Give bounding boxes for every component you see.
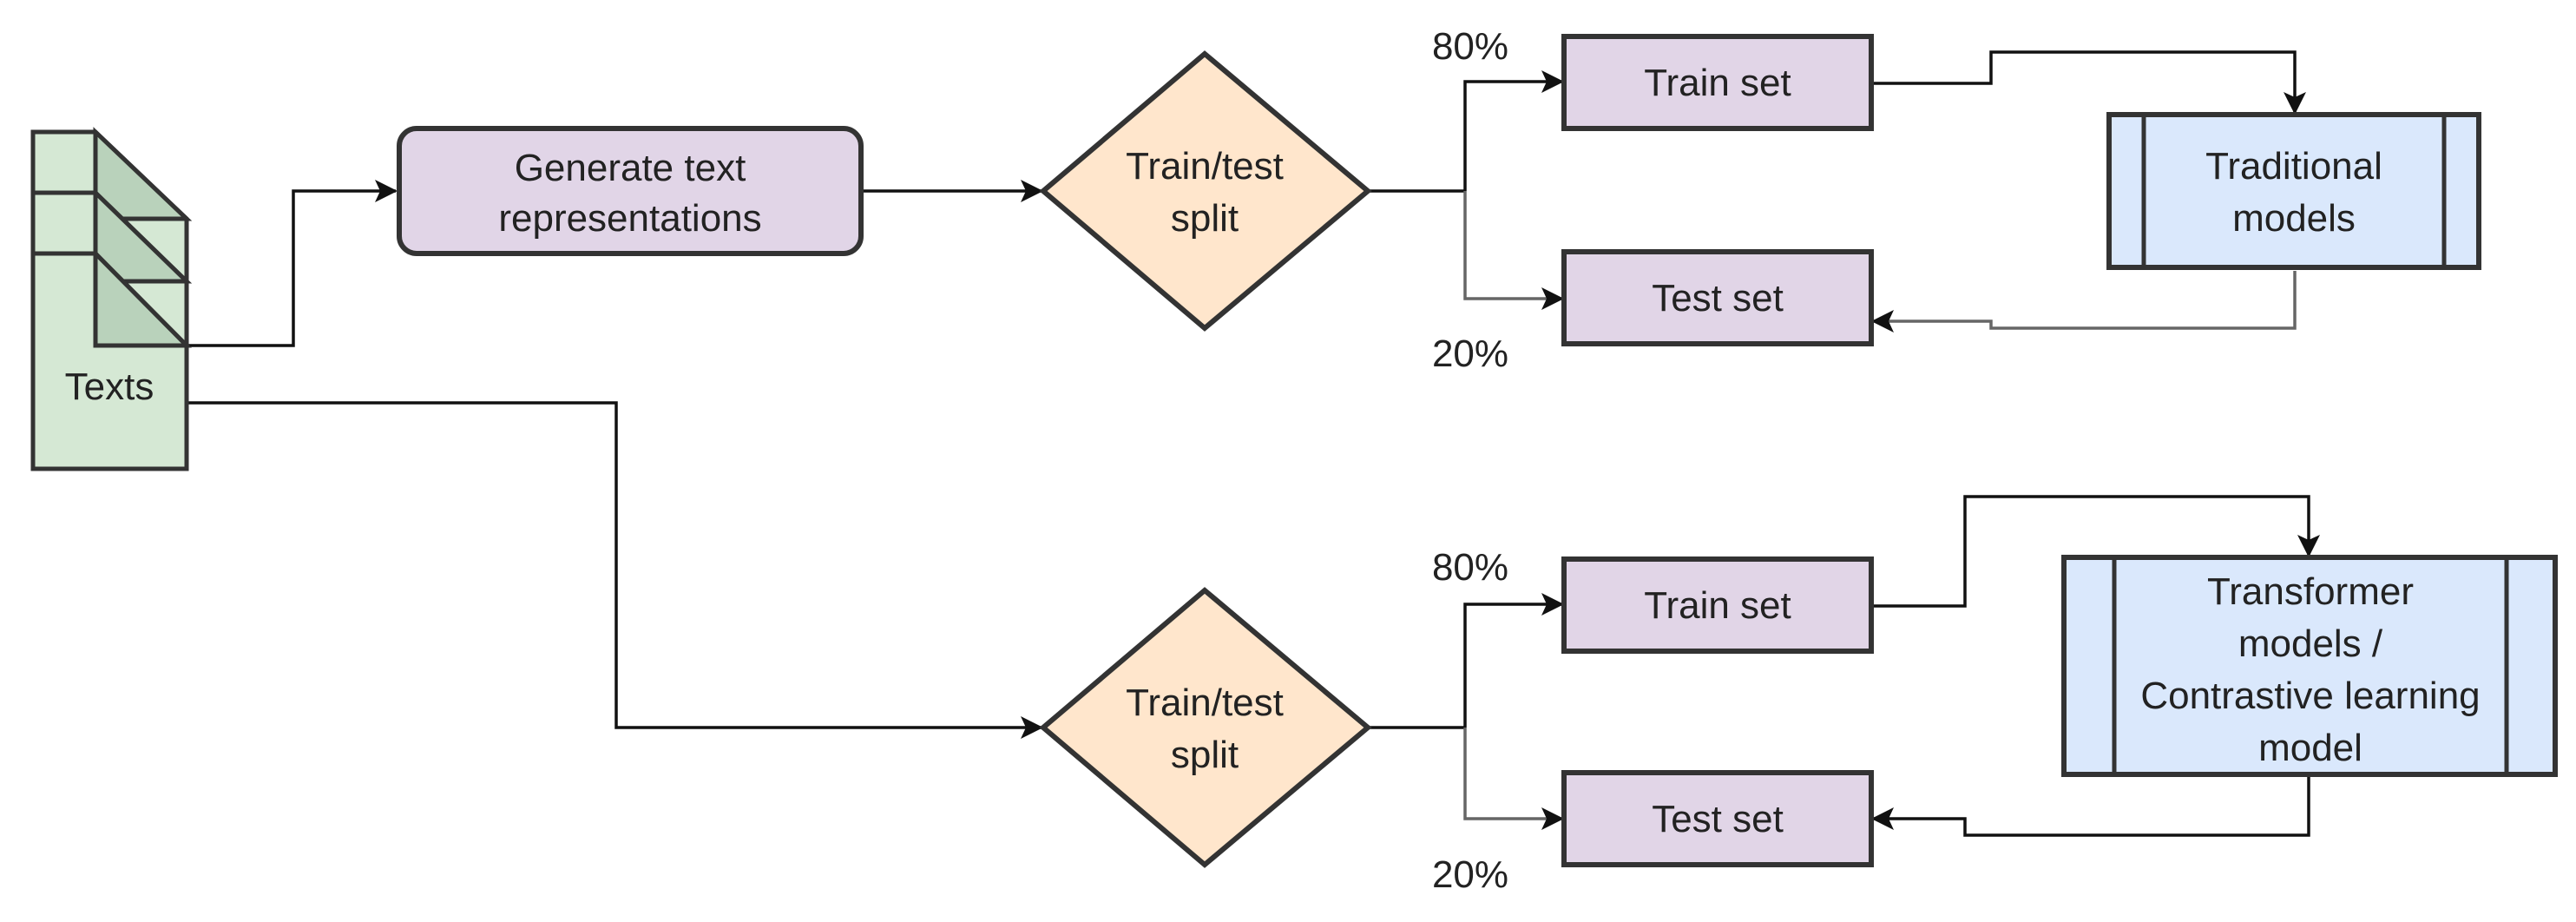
transformer-models-label-line4: model bbox=[2258, 727, 2362, 769]
top-branch: Train/test split 80% 20% Train set Test … bbox=[1039, 25, 2481, 375]
split-top-label-line2: split bbox=[1171, 197, 1239, 240]
train-set-top-label: Train set bbox=[1644, 62, 1791, 104]
split-decision-top bbox=[1039, 50, 1372, 332]
edge-model-top-to-test bbox=[1871, 271, 2297, 333]
edge-split-bottom-to-test bbox=[1463, 728, 1564, 830]
document-fold-front bbox=[93, 247, 192, 348]
split-bottom-label-line1: Train/test bbox=[1126, 682, 1284, 724]
split-decision-bottom bbox=[1039, 587, 1372, 868]
test-percent-top: 20% bbox=[1432, 333, 1508, 375]
train-percent-bottom: 80% bbox=[1432, 546, 1508, 589]
document-fold-middle bbox=[93, 188, 193, 284]
transformer-models-box bbox=[2061, 555, 2558, 777]
edge-model-bottom-to-test bbox=[1871, 775, 2310, 837]
edge-split-top-to-test bbox=[1463, 191, 1564, 310]
edge-split-top-to-train bbox=[1463, 70, 1564, 191]
transformer-models-label-line2: models / bbox=[2238, 622, 2383, 665]
texts-document-stack: Texts bbox=[30, 127, 193, 471]
generate-label-line1: Generate text bbox=[515, 147, 746, 189]
edges bbox=[187, 50, 2320, 837]
edge-split-bottom-to-train bbox=[1463, 593, 1564, 728]
edge-train-top-to-model bbox=[1873, 50, 2306, 115]
split-top-label-line1: Train/test bbox=[1126, 145, 1284, 188]
test-percent-bottom: 20% bbox=[1432, 853, 1508, 896]
train-set-bottom-box bbox=[1561, 556, 1874, 654]
split-bottom-label-line2: split bbox=[1171, 734, 1239, 776]
edge-train-bottom-to-model bbox=[1873, 495, 2320, 608]
traditional-models-box bbox=[2106, 112, 2481, 270]
transformer-models-label-line1: Transformer bbox=[2207, 570, 2414, 613]
test-set-bottom-label: Test set bbox=[1652, 798, 1784, 840]
train-percent-top: 80% bbox=[1432, 25, 1508, 68]
texts-label: Texts bbox=[65, 366, 154, 408]
test-set-bottom-box bbox=[1561, 770, 1874, 867]
test-set-top-box bbox=[1561, 249, 1874, 346]
traditional-models-label-line1: Traditional bbox=[2205, 145, 2382, 188]
bottom-branch: Train/test split 80% 20% Train set Test … bbox=[1039, 546, 2558, 896]
generate-representations-box bbox=[397, 126, 864, 256]
generate-representations-node: Generate text representations bbox=[397, 126, 864, 256]
train-set-bottom-label: Train set bbox=[1644, 584, 1791, 627]
edge-texts-to-split-bottom bbox=[187, 401, 1043, 739]
document-fold-back bbox=[93, 127, 193, 221]
train-set-top-box bbox=[1561, 34, 1874, 131]
transformer-models-label-line3: Contrastive learning bbox=[2140, 675, 2480, 717]
test-set-top-label: Test set bbox=[1652, 277, 1784, 319]
edge-texts-to-generate bbox=[187, 180, 398, 347]
traditional-models-label-line2: models bbox=[2232, 197, 2356, 240]
generate-label-line2: representations bbox=[498, 197, 761, 240]
